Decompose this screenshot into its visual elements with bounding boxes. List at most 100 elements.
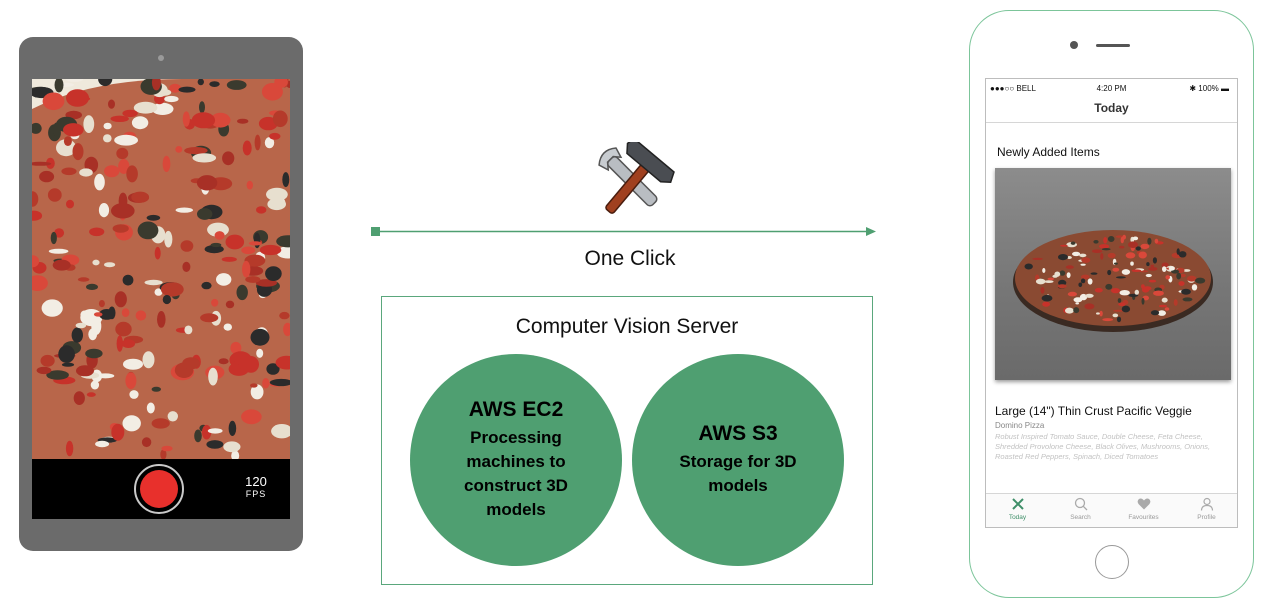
pizza-topping — [246, 180, 253, 190]
pizza-topping — [151, 102, 174, 115]
pizza-topping — [142, 79, 150, 90]
pizza-topping — [1146, 262, 1150, 267]
pizza-topping — [1176, 248, 1180, 255]
pizza-topping — [94, 173, 105, 191]
process-arrow — [371, 227, 876, 236]
pizza-topping — [1087, 278, 1093, 285]
tab-label: Today — [1008, 514, 1027, 521]
pizza-topping — [200, 313, 219, 323]
pizza-topping — [1162, 266, 1167, 272]
record-button[interactable] — [134, 464, 184, 514]
pizza-topping — [68, 95, 91, 102]
pizza-topping — [1058, 254, 1068, 261]
pizza-topping — [1042, 301, 1050, 307]
pizza-topping — [218, 358, 229, 365]
tab-favourites[interactable]: Favourites — [1112, 497, 1175, 521]
pizza-topping — [1161, 262, 1169, 268]
pizza-topping — [1101, 248, 1111, 251]
pizza-topping — [283, 322, 290, 337]
pizza-3d-model[interactable] — [995, 168, 1231, 380]
pizza-topping — [197, 208, 213, 220]
pizza-topping — [1120, 236, 1124, 244]
pizza-topping — [196, 175, 218, 191]
pizza-topping — [65, 440, 74, 457]
pizza-topping — [98, 300, 105, 308]
pizza-topping — [237, 118, 249, 124]
pizza-topping — [1176, 272, 1182, 280]
pizza-topping — [241, 409, 262, 425]
pizza-topping — [86, 283, 98, 290]
pizza-topping — [111, 423, 125, 441]
pizza-topping — [50, 231, 57, 245]
pizza-topping — [1112, 267, 1120, 272]
phone-camera-dot — [1070, 41, 1078, 49]
battery-level: ✱ 100% ▬ — [1189, 84, 1229, 93]
pizza-topping — [225, 300, 235, 309]
pizza-topping — [230, 341, 242, 355]
pizza-topping — [1059, 270, 1066, 276]
tab-search[interactable]: Search — [1049, 497, 1112, 521]
pizza-topping — [1096, 312, 1100, 315]
pizza-topping — [1099, 310, 1103, 317]
node-description: Storage for 3D models — [679, 452, 797, 495]
pizza-topping — [175, 146, 183, 153]
pizza-topping — [184, 147, 208, 155]
pizza-topping — [63, 123, 84, 137]
pizza-topping — [1138, 251, 1147, 259]
pizza-topping — [1073, 297, 1083, 303]
pizza-topping — [47, 188, 62, 202]
pizza-topping — [175, 207, 193, 213]
pizza-topping — [1102, 318, 1114, 322]
pizza-topping — [46, 370, 69, 380]
pizza-topping — [1111, 288, 1120, 294]
pizza-topping — [1115, 276, 1126, 279]
pizza-topping — [71, 327, 83, 343]
pizza-topping — [267, 198, 286, 211]
tab-label: Search — [1070, 514, 1091, 521]
fps-value: 120 — [245, 474, 267, 489]
pizza-topping — [121, 339, 136, 348]
home-button[interactable] — [1095, 545, 1129, 579]
pizza-topping — [77, 277, 90, 282]
pizza-topping — [32, 210, 43, 221]
pizza-topping — [269, 132, 281, 140]
pizza-topping — [1041, 294, 1053, 302]
pizza-topping — [1079, 253, 1087, 258]
pizza-topping — [1134, 289, 1139, 295]
pizza-topping — [91, 317, 102, 335]
pizza-topping — [264, 137, 275, 149]
pizza-topping — [223, 323, 232, 331]
pizza-topping — [1116, 316, 1122, 323]
pizza-topping — [1150, 310, 1160, 316]
pizza-topping — [201, 281, 212, 290]
pizza-topping — [211, 298, 219, 307]
tab-label: Favourites — [1128, 514, 1159, 521]
carrier-signal: ●●●○○ BELL — [990, 84, 1036, 93]
pizza-topping — [269, 378, 290, 387]
tab-profile[interactable]: Profile — [1175, 497, 1237, 521]
pizza-topping — [58, 345, 75, 363]
pizza-topping — [162, 155, 171, 172]
product-name[interactable]: Large (14") Thin Crust Pacific Veggie — [995, 404, 1192, 418]
node-description: Processing machines to construct 3D mode… — [464, 428, 568, 519]
person-icon — [1200, 497, 1213, 511]
server-title: Computer Vision Server — [515, 315, 739, 338]
pizza-topping — [1168, 266, 1175, 271]
pizza-topping — [95, 440, 110, 448]
tab-today[interactable]: Today — [986, 497, 1049, 521]
pizza-topping — [206, 440, 224, 449]
pizza-topping — [76, 365, 94, 377]
pizza-topping — [1032, 257, 1043, 260]
pizza-topping — [1070, 241, 1076, 245]
pizza-topping — [114, 291, 127, 308]
pizza-model-render — [1013, 230, 1213, 332]
pizza-topping — [32, 255, 40, 268]
pizza-topping — [1164, 307, 1170, 311]
pizza-topping — [154, 288, 163, 296]
pizza-topping — [223, 441, 241, 453]
phone-device: ●●●○○ BELL 4:20 PM ✱ 100% ▬ Today Newly … — [969, 10, 1254, 598]
pizza-topping — [258, 116, 278, 131]
pizza-topping — [253, 232, 261, 249]
status-time: 4:20 PM — [1096, 84, 1127, 93]
computer-vision-server-box: Computer Vision Server AWS EC2 Processin… — [381, 296, 873, 585]
